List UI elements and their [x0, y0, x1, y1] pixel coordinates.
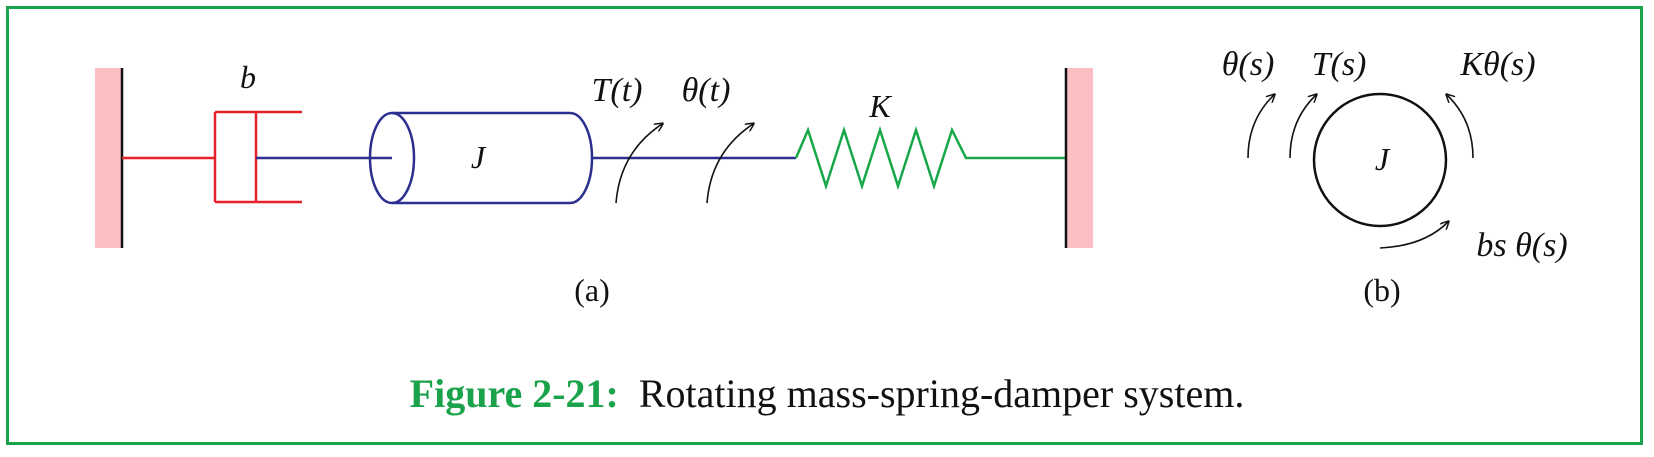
spring-torque-label: Kθ(s) [1459, 46, 1535, 83]
damper-torque-arrow [1379, 222, 1448, 249]
figure-caption: Figure 2-21: Rotating mass-spring-damper… [410, 371, 1245, 416]
right-wall [1066, 68, 1093, 248]
free-body-mass [1312, 92, 1448, 228]
torque-s-arrow [1289, 95, 1316, 159]
torque-label: T(t) [592, 72, 643, 109]
diagram-b-sublabel: (b) [1363, 272, 1400, 308]
spring-torque-arrow [1447, 95, 1474, 159]
mass-cylinder [368, 111, 594, 205]
spring-label: K [868, 88, 892, 124]
spring [794, 125, 1066, 191]
left-wall [95, 68, 122, 248]
caption-label: Figure 2-21: [410, 371, 619, 416]
caption-text: Rotating mass-spring-damper system. [639, 371, 1244, 416]
torque-s-label: T(s) [1312, 46, 1367, 83]
damper-label: b [240, 59, 256, 95]
free-body-mass-label: J [1375, 141, 1391, 177]
diagram-a-sublabel: (a) [574, 272, 610, 308]
damper-torque-label: bs θ(s) [1476, 227, 1567, 264]
angle-label: θ(t) [682, 72, 731, 109]
angle-arrow [706, 124, 753, 204]
torque-arrow [615, 124, 662, 204]
mass-label: J [471, 139, 487, 175]
angle-s-label: θ(s) [1222, 46, 1275, 83]
angle-s-arrow [1247, 95, 1274, 159]
